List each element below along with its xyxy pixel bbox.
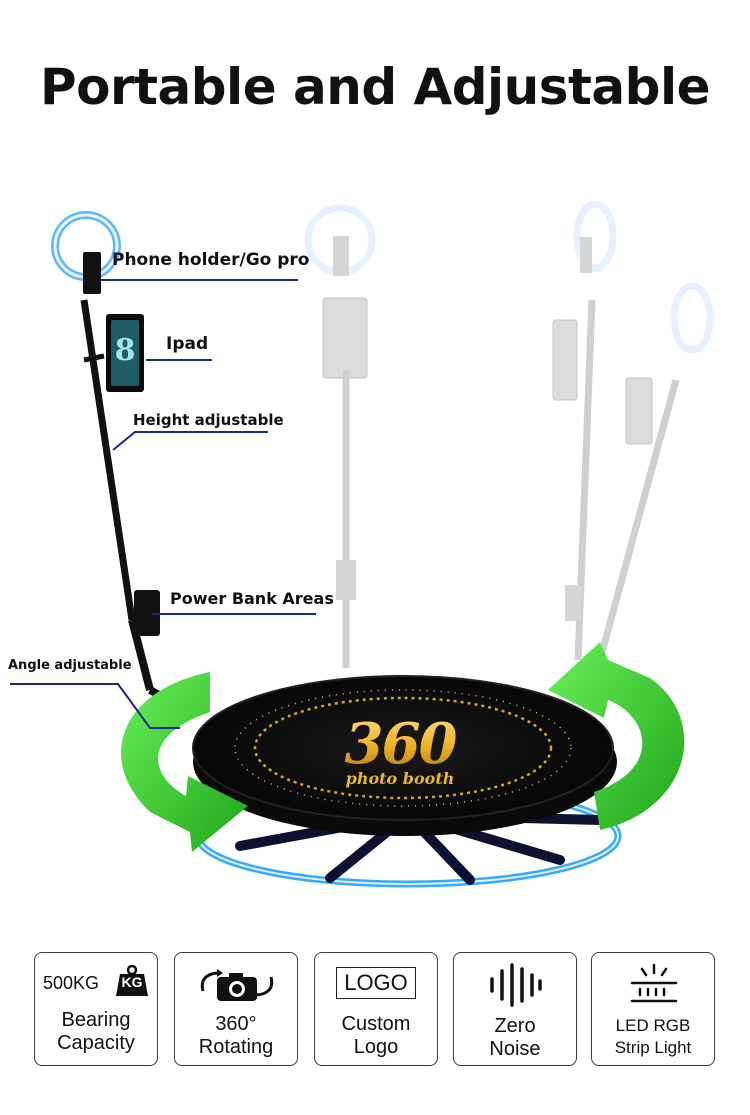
led-light-icon (630, 963, 678, 1003)
rotate-arrow-right-icon (548, 642, 685, 830)
svg-text:8: 8 (115, 333, 136, 368)
feature-led-strip: LED RGB Strip Light (591, 952, 715, 1066)
bearing-weight-value: 500KG (43, 973, 100, 993)
main-pole: 8 (51, 211, 192, 718)
feature-360-rotating: 360° Rotating (174, 952, 298, 1066)
callout-height-adjustable: Height adjustable (133, 411, 284, 429)
ghost-pole-center (304, 204, 376, 668)
ghost-pole-right2 (596, 282, 714, 661)
platform-logo-text: photo booth (346, 769, 455, 788)
callout-power-bank: Power Bank Areas (170, 589, 334, 608)
camera-rotate-icon (200, 969, 274, 1001)
callout-angle-adjustable: Angle adjustable (8, 658, 132, 673)
feature-label: Bearing Capacity (57, 1009, 135, 1054)
feature-label: 360° Rotating (198, 1013, 274, 1058)
feature-label: Zero Noise (489, 1015, 541, 1060)
sound-wave-icon (490, 963, 542, 1007)
page-title: Portable and Adjustable (39, 58, 711, 116)
ghost-pole-right1 (552, 200, 617, 661)
kg-badge-label: KG (121, 974, 143, 990)
feature-label: LED RGB Strip Light (614, 1016, 692, 1057)
logo-box: LOGO (336, 967, 416, 999)
platform-logo-number: 360 (345, 711, 458, 777)
rotate-arrow-left-icon (120, 672, 248, 852)
callout-phone-holder: Phone holder/Go pro (112, 250, 310, 270)
feature-label: Custom Logo (341, 1013, 411, 1058)
product-illustration: 8 360 photo booth (10, 200, 714, 888)
feature-custom-logo: LOGO Custom Logo (314, 952, 438, 1066)
callout-ipad: Ipad (166, 334, 209, 354)
feature-bearing-capacity: 500KG KG Bearing Capacity (34, 952, 158, 1066)
weight-icon: KG (115, 964, 149, 997)
feature-zero-noise: Zero Noise (453, 952, 577, 1066)
